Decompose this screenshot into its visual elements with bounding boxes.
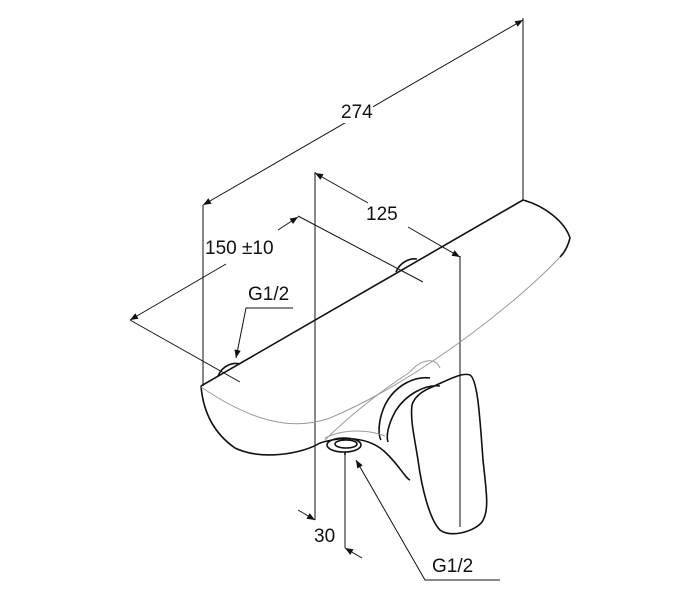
dim-line-150b	[277, 216, 299, 231]
dim-arrow-30a	[297, 509, 316, 521]
thread-label-outlet: G1/2	[432, 556, 474, 577]
inlet-bump	[217, 362, 241, 377]
dim-label-30: 30	[314, 526, 336, 547]
dim-arrow-30b	[344, 547, 363, 559]
body-outline	[200, 385, 411, 481]
leader-inlet	[234, 307, 293, 359]
extension-line	[129, 319, 241, 383]
valve-ring	[378, 376, 431, 441]
body-right-end	[522, 199, 571, 258]
body-top-edge	[200, 199, 524, 387]
inlet-bump	[395, 258, 418, 273]
outlet-port-inner	[334, 439, 358, 449]
hidden-edge	[324, 430, 386, 439]
hidden-edge	[200, 256, 561, 425]
valve-ring	[386, 385, 441, 443]
dim-line-150	[129, 263, 227, 321]
dim-line-125b	[407, 226, 461, 258]
dim-label-274: 274	[341, 102, 373, 123]
dim-label-150: 150 ±10	[205, 238, 274, 259]
leader-outlet	[355, 459, 500, 581]
extension-line	[297, 215, 424, 283]
dim-line-125	[314, 172, 369, 204]
outlet-port	[326, 437, 362, 453]
thread-label-inlet: G1/2	[248, 284, 290, 305]
lever-handle	[410, 373, 488, 535]
hidden-edge	[324, 371, 411, 441]
hidden-edge	[409, 360, 441, 373]
dim-label-125: 125	[366, 204, 398, 225]
